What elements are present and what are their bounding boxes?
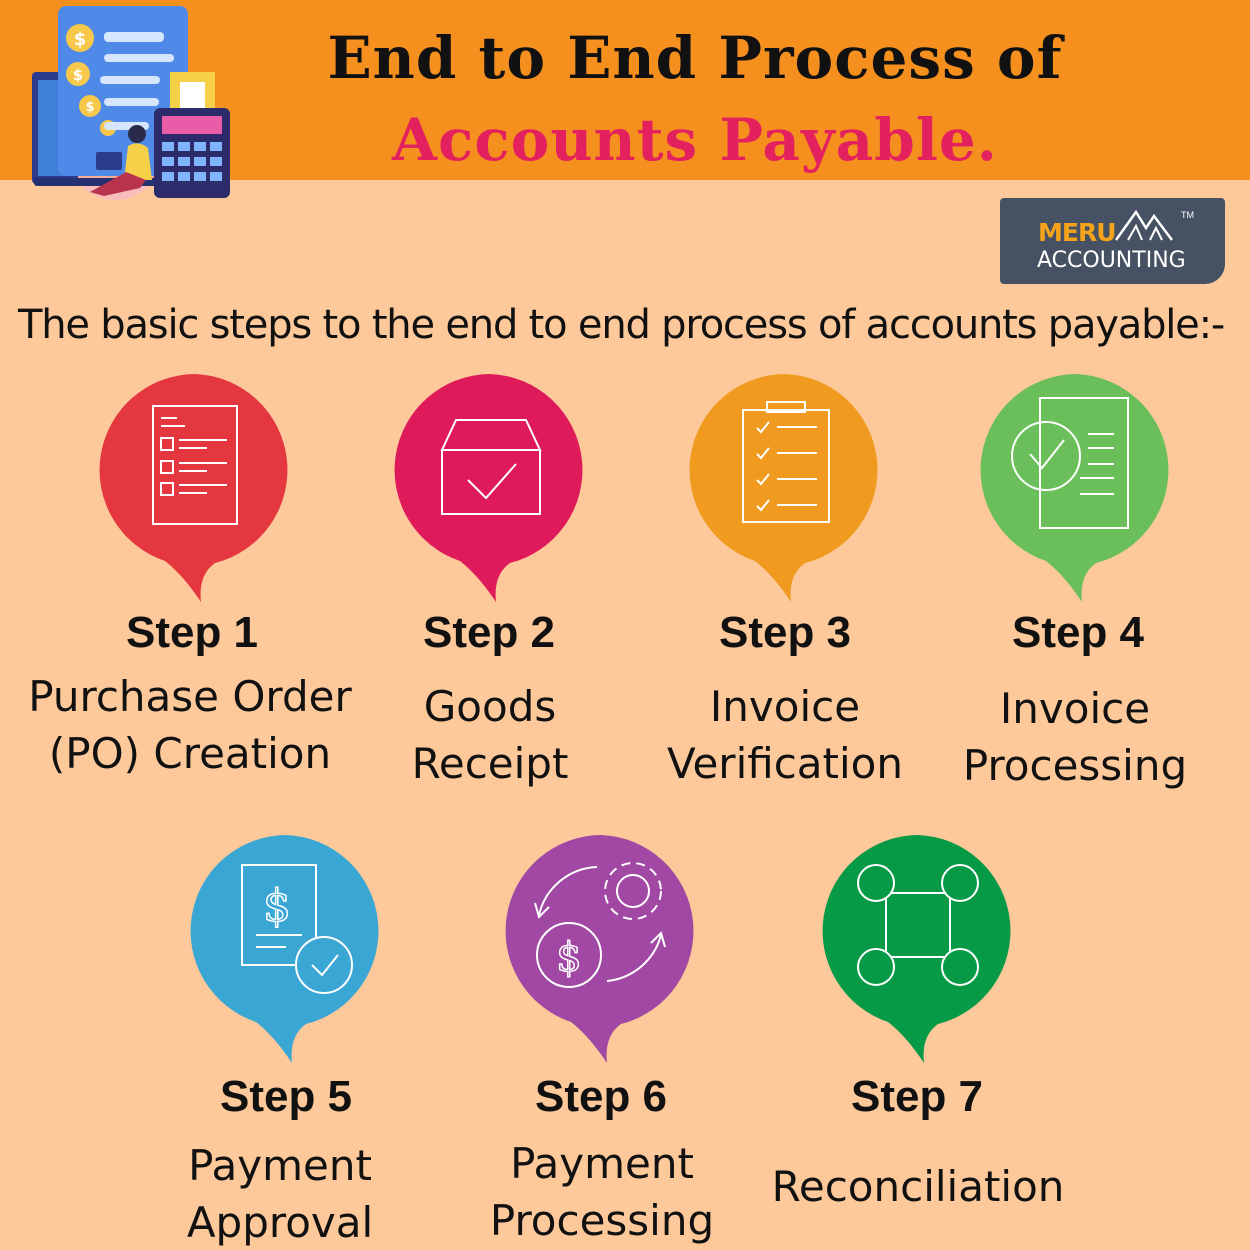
step-5-description: Payment Approval xyxy=(110,1137,450,1250)
step-6-description: Payment Processing xyxy=(432,1135,772,1249)
step-5-line2: Approval xyxy=(186,1198,374,1247)
step-7-bubble xyxy=(822,835,1011,1063)
payment-processing-icon: $ xyxy=(534,862,666,988)
step-5-title: Step 5 xyxy=(219,1072,353,1121)
step-2-title: Step 2 xyxy=(422,608,556,657)
step-1-bubble xyxy=(99,374,288,602)
step-5-bubble: $ xyxy=(190,835,379,1063)
checklist-clipboard-icon xyxy=(742,401,830,523)
step-4-title: Step 4 xyxy=(1011,608,1145,657)
step-6-title: Step 6 xyxy=(534,1072,668,1121)
step-2-line2: Receipt xyxy=(411,739,569,788)
page-title: End to End Process of xyxy=(327,24,1063,92)
step-1-title: Step 1 xyxy=(125,608,259,657)
step-6-bubble: $ xyxy=(505,835,694,1063)
svg-text:$: $ xyxy=(85,100,94,115)
step-6-line1: Payment xyxy=(510,1139,694,1188)
step-4-bubble xyxy=(980,374,1169,602)
svg-text:$: $ xyxy=(73,66,83,84)
reconciliation-nodes-icon xyxy=(857,864,979,986)
step-3-description: Invoice Verification xyxy=(615,678,955,792)
step-7-title: Step 7 xyxy=(850,1072,984,1121)
step-2-description: Goods Receipt xyxy=(320,678,660,792)
payment-approval-icon: $ xyxy=(241,864,353,994)
purchase-order-icon xyxy=(152,405,238,525)
svg-text:$: $ xyxy=(74,29,87,50)
logo-subtitle: ACCOUNTING xyxy=(1037,248,1186,273)
step-3-bubble xyxy=(689,374,878,602)
logo-brand: MERU xyxy=(1038,218,1117,247)
accounting-illustration-icon: $ $ $ xyxy=(32,6,230,200)
step-3-title: Step 3 xyxy=(718,608,852,657)
intro-text: The basic steps to the end to end proces… xyxy=(18,302,1225,348)
step-7-line1: Reconciliation xyxy=(771,1162,1065,1211)
step-3-line2: Verification xyxy=(667,739,903,788)
step-2-bubble xyxy=(394,374,583,602)
goods-box-icon xyxy=(440,419,542,515)
logo-trademark: TM xyxy=(1181,210,1194,220)
step-7-description: Reconciliation xyxy=(748,1158,1088,1215)
svg-text:$: $ xyxy=(263,881,291,932)
step-6-line2: Processing xyxy=(489,1196,715,1245)
step-3-line1: Invoice xyxy=(709,682,861,731)
mountain-logo-icon xyxy=(1114,209,1173,241)
page-subtitle: Accounts Payable. xyxy=(392,106,998,174)
step-4-description: Invoice Processing xyxy=(905,680,1245,794)
meru-accounting-logo: MERU TM ACCOUNTING xyxy=(1000,198,1225,284)
step-1-line2: (PO) Creation xyxy=(48,729,332,778)
step-5-line1: Payment xyxy=(188,1141,372,1190)
step-4-line1: Invoice xyxy=(999,684,1151,733)
svg-text:$: $ xyxy=(556,935,581,981)
step-1-description: Purchase Order (PO) Creation xyxy=(20,668,360,782)
step-2-line1: Goods xyxy=(423,682,557,731)
step-4-line2: Processing xyxy=(962,741,1188,790)
document-check-icon xyxy=(1011,397,1129,529)
step-1-line1: Purchase Order xyxy=(28,672,352,721)
